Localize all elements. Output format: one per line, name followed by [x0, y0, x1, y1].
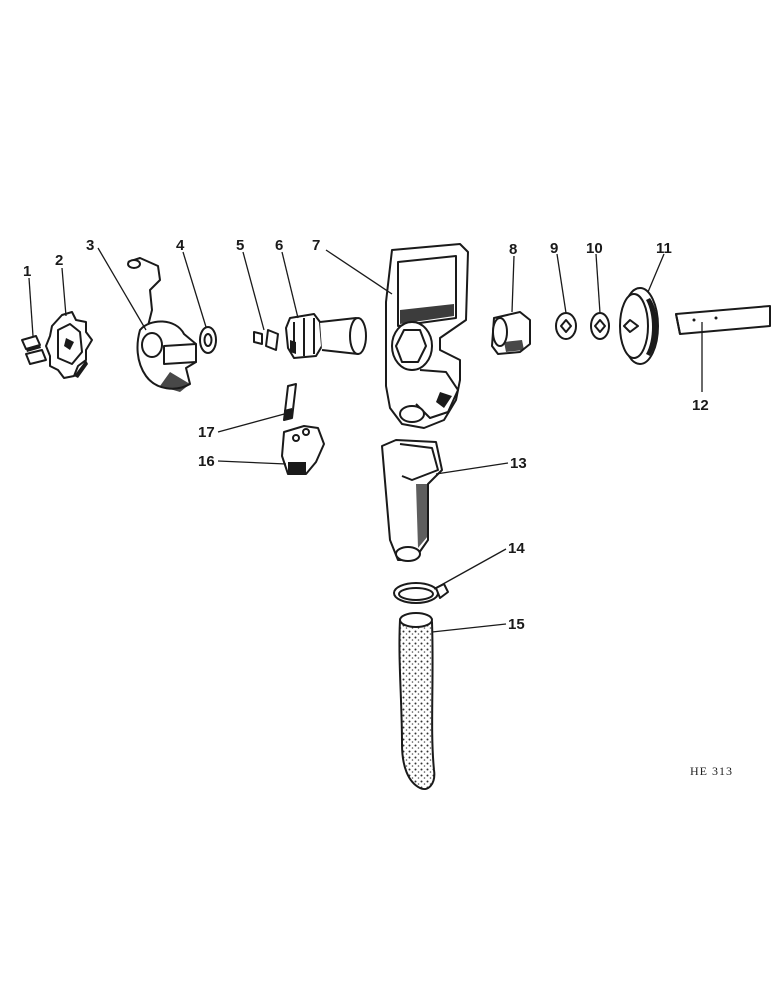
callout-3: 3 [86, 237, 94, 254]
leader-2 [61, 267, 67, 317]
leader-6 [281, 251, 299, 319]
part-4-washer [199, 326, 217, 354]
leader-8 [511, 255, 515, 313]
callout-2: 2 [55, 252, 63, 269]
callout-13: 13 [510, 455, 527, 472]
part-2-sprocket [45, 311, 93, 379]
leader-lines [28, 247, 703, 633]
leader-1 [28, 277, 34, 337]
leader-11 [647, 253, 665, 293]
callout-4: 4 [176, 237, 185, 254]
part-14-clamp [393, 582, 449, 604]
part-16-bracket [281, 425, 325, 475]
part-1-clips [21, 335, 47, 365]
part-3-cover [127, 257, 197, 392]
leader-17 [217, 412, 289, 433]
callout-7: 7 [312, 237, 320, 254]
drawing-code: HE 313 [690, 764, 733, 778]
part-17-pin [283, 383, 297, 421]
callout-12: 12 [692, 397, 709, 414]
part-13-spout [381, 439, 443, 562]
part-11-wheel [619, 287, 659, 365]
callout-11: 11 [656, 240, 672, 257]
part-8-bushing [491, 311, 531, 355]
leader-7 [325, 249, 393, 295]
leader-5 [242, 251, 265, 331]
part-12-shaft [675, 305, 771, 335]
leader-4 [182, 251, 207, 328]
callout-numbers: 1 2 3 4 5 6 7 8 9 10 11 12 13 14 15 16 1… [23, 237, 709, 633]
part-6-feed-roll [285, 313, 367, 359]
part-5-key [253, 329, 279, 351]
callout-8: 8 [509, 241, 517, 258]
callout-16: 16 [198, 453, 215, 470]
leader-10 [595, 253, 601, 314]
callout-6: 6 [275, 237, 283, 254]
leader-14 [433, 548, 507, 590]
callout-17: 17 [198, 424, 215, 441]
leader-13 [435, 462, 509, 475]
leader-15 [431, 623, 507, 633]
leader-16 [217, 460, 287, 465]
callout-14: 14 [508, 540, 525, 557]
callout-9: 9 [550, 240, 558, 257]
part-15-tube [398, 612, 436, 790]
callout-5: 5 [236, 237, 244, 254]
leader-3 [97, 247, 147, 331]
callout-15: 15 [508, 616, 525, 633]
leader-9 [556, 253, 567, 314]
part-7-housing [385, 243, 469, 429]
part-10-washer [590, 312, 610, 340]
part-9-washer [555, 312, 577, 340]
callout-10: 10 [586, 240, 603, 257]
callout-1: 1 [23, 263, 31, 280]
